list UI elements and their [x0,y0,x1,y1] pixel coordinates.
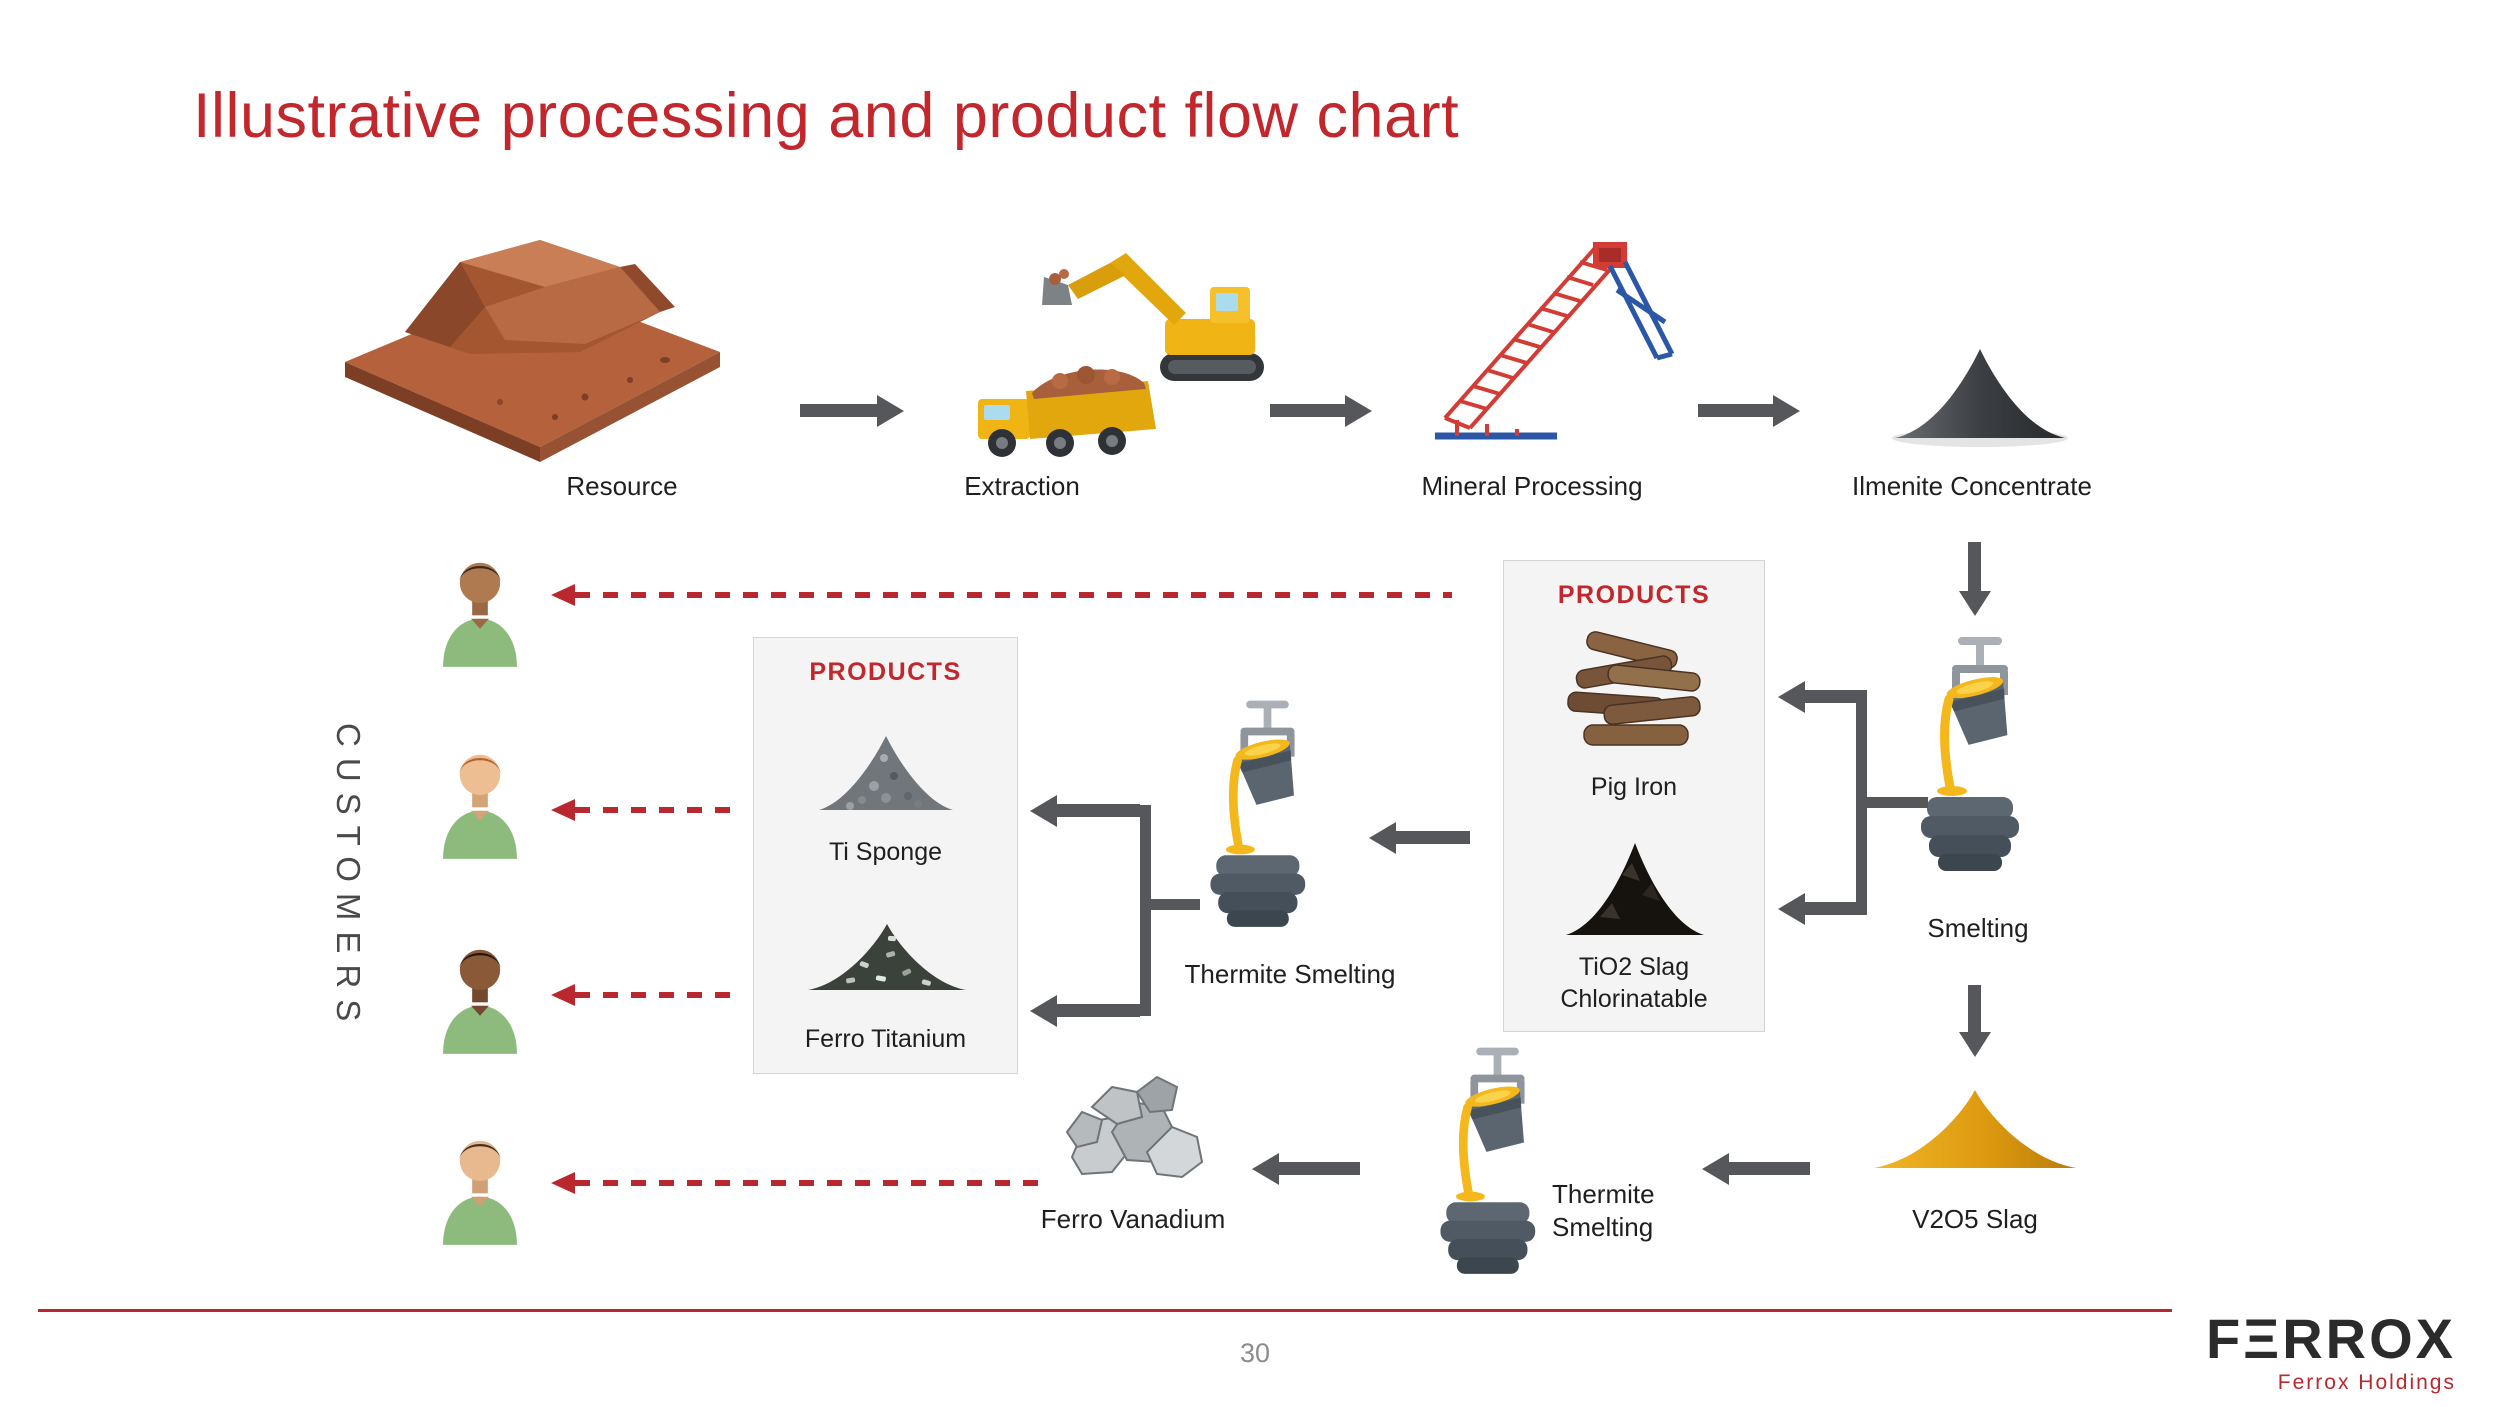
products-right-header: PRODUCTS [1557,581,1711,609]
products-left-header: PRODUCTS [809,658,962,686]
thermite-smelting-bottom-label: Thermite Smelting [1552,1178,1752,1243]
thermite-bottom-line1: Thermite [1552,1179,1655,1209]
smelting-icon [1905,633,2055,888]
pig-iron-image [1556,629,1716,759]
tio2-slag-label-line2: Chlorinatable [1560,985,1708,1013]
ti-sponge-image [814,706,959,821]
connector-thermite-products-vertical [1140,805,1151,1016]
footer-divider-line [38,1309,2172,1312]
arrow-smelting-to-pig-iron [1804,690,1867,703]
products-box-left: PRODUCTS Ti Sponge [753,637,1018,1074]
v2o5-slag-label: V2O5 Slag [1912,1204,2038,1234]
tio2-slag-image [1560,825,1710,945]
arrow-mineral-processing-to-ilmenite [1698,404,1774,417]
mineral-processing-illustration [1425,228,1715,463]
thermite-smelting-center-icon [1195,695,1340,945]
dashed-arrow-ferro-vanadium-to-customer [551,1172,1045,1194]
arrow-tio2-to-thermite-smelting [1395,831,1470,844]
resource-illustration [330,212,730,467]
arrow-ilmenite-to-smelting [1968,542,1981,592]
tio2-slag-label-line1: TiO2 Slag [1578,953,1690,981]
dashed-arrow-pig-iron-to-customer [551,584,1452,606]
thermite-bottom-line2: Smelting [1552,1211,1654,1242]
customer-avatar-1 [424,548,536,667]
ilmenite-concentrate-illustration [1885,335,2075,450]
customer-avatar-2 [424,740,536,859]
arrow-smelting-to-v2o5 [1968,985,1981,1033]
pig-iron-label: Pig Iron [1590,773,1678,801]
customers-section-label: CUSTOMERS [330,723,367,1033]
resource-label: Resource [566,471,678,501]
ferro-titanium-image [802,900,972,1000]
arrow-resource-to-extraction [800,404,878,417]
v2o5-slag-illustration [1868,1080,2083,1175]
customer-avatar-4 [424,1126,536,1245]
customer-avatar-3 [424,935,536,1054]
ferro-titanium-label: Ferro Titanium [804,1025,967,1053]
mineral-processing-label: Mineral Processing [1421,471,1643,501]
dashed-arrow-ferro-titanium-to-customer [551,984,740,1006]
extraction-label: Extraction [964,471,1080,501]
ilmenite-concentrate-label: Ilmenite Concentrate [1852,471,2092,501]
arrow-smelting-to-tio2-slag [1804,902,1867,915]
arrow-thermite-to-ferro-vanadium [1278,1162,1360,1175]
smelting-label: Smelting [1927,913,2029,943]
arrow-thermite-to-ferro-titanium [1056,1004,1140,1017]
ferro-vanadium-label: Ferro Vanadium [1040,1204,1226,1234]
ferrox-logo: FΞRROX Ferrox Holdings [2205,1307,2456,1395]
thermite-smelting-center-label: Thermite Smelting [1184,959,1396,989]
ti-sponge-label: Ti Sponge [828,838,943,866]
arrow-thermite-to-ti-sponge [1056,804,1140,817]
ferro-vanadium-illustration [1052,1062,1212,1192]
ferrox-logo-subtitle: Ferrox Holdings [2277,1370,2456,1394]
products-box-right: PRODUCTS Pig Iron TiO2 S [1503,560,1765,1032]
connector-thermite-products-stub [1140,899,1200,910]
ferrox-logo-text: FΞRROX [2205,1307,2456,1370]
dashed-arrow-ti-sponge-to-customer [551,799,740,821]
page-number: 30 [1239,1338,1271,1368]
arrow-v2o5-to-thermite [1728,1162,1810,1175]
thermite-smelting-bottom-icon [1425,1042,1570,1292]
arrow-extraction-to-mineral-processing [1270,404,1346,417]
extraction-illustration [960,233,1280,468]
connector-smelting-products-stub [1856,797,1928,808]
page-title: Illustrative processing and product flow… [193,81,1460,151]
